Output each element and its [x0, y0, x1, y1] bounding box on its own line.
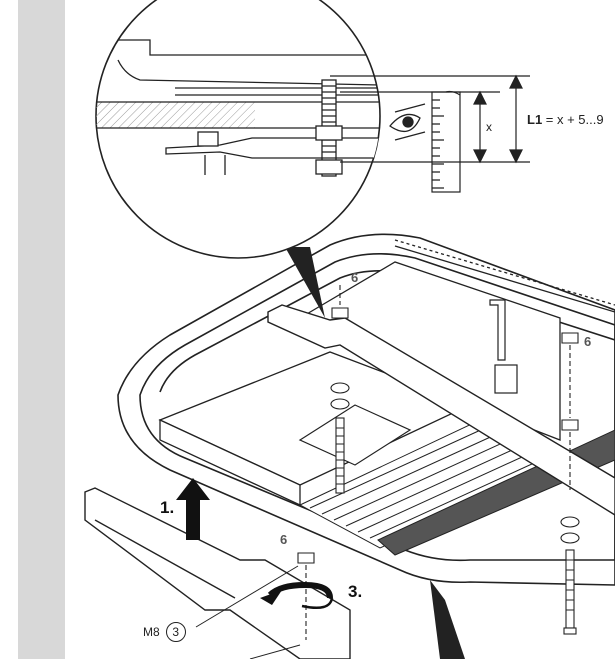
dimension-lines [330, 74, 530, 164]
callout-6-bottom: 6 [280, 532, 288, 547]
callout-6-top: 6 [351, 270, 359, 285]
l1-name: L1 [527, 112, 543, 127]
magnifier-pointer [285, 247, 325, 318]
dim-x-label: x [486, 120, 492, 134]
part-number-badge: 3 [165, 622, 186, 642]
l1-formula-text: = x + 5...9 [542, 112, 604, 127]
left-gray-band [18, 0, 65, 659]
connector [489, 299, 518, 394]
l1-formula: L1 = x + 5...9 [527, 112, 604, 127]
m8-leader [195, 565, 299, 628]
step-3-label: 3. [348, 582, 363, 601]
callout-6-right: 6 [584, 334, 592, 349]
magnifier-content [96, 39, 380, 177]
bolt-size: M8 [143, 625, 160, 639]
clamp-bar-upper [267, 304, 615, 516]
lower-pointer [430, 580, 465, 659]
bolt-spec: M8 3 [143, 622, 186, 642]
inner-housing [158, 239, 615, 507]
step-1-label: 1. [160, 498, 175, 517]
rotate-arrow-icon [260, 581, 334, 609]
eye-icon [389, 103, 426, 141]
measurement-gauge [431, 90, 461, 193]
up-arrow-icon [176, 478, 210, 540]
bolts [297, 285, 580, 640]
